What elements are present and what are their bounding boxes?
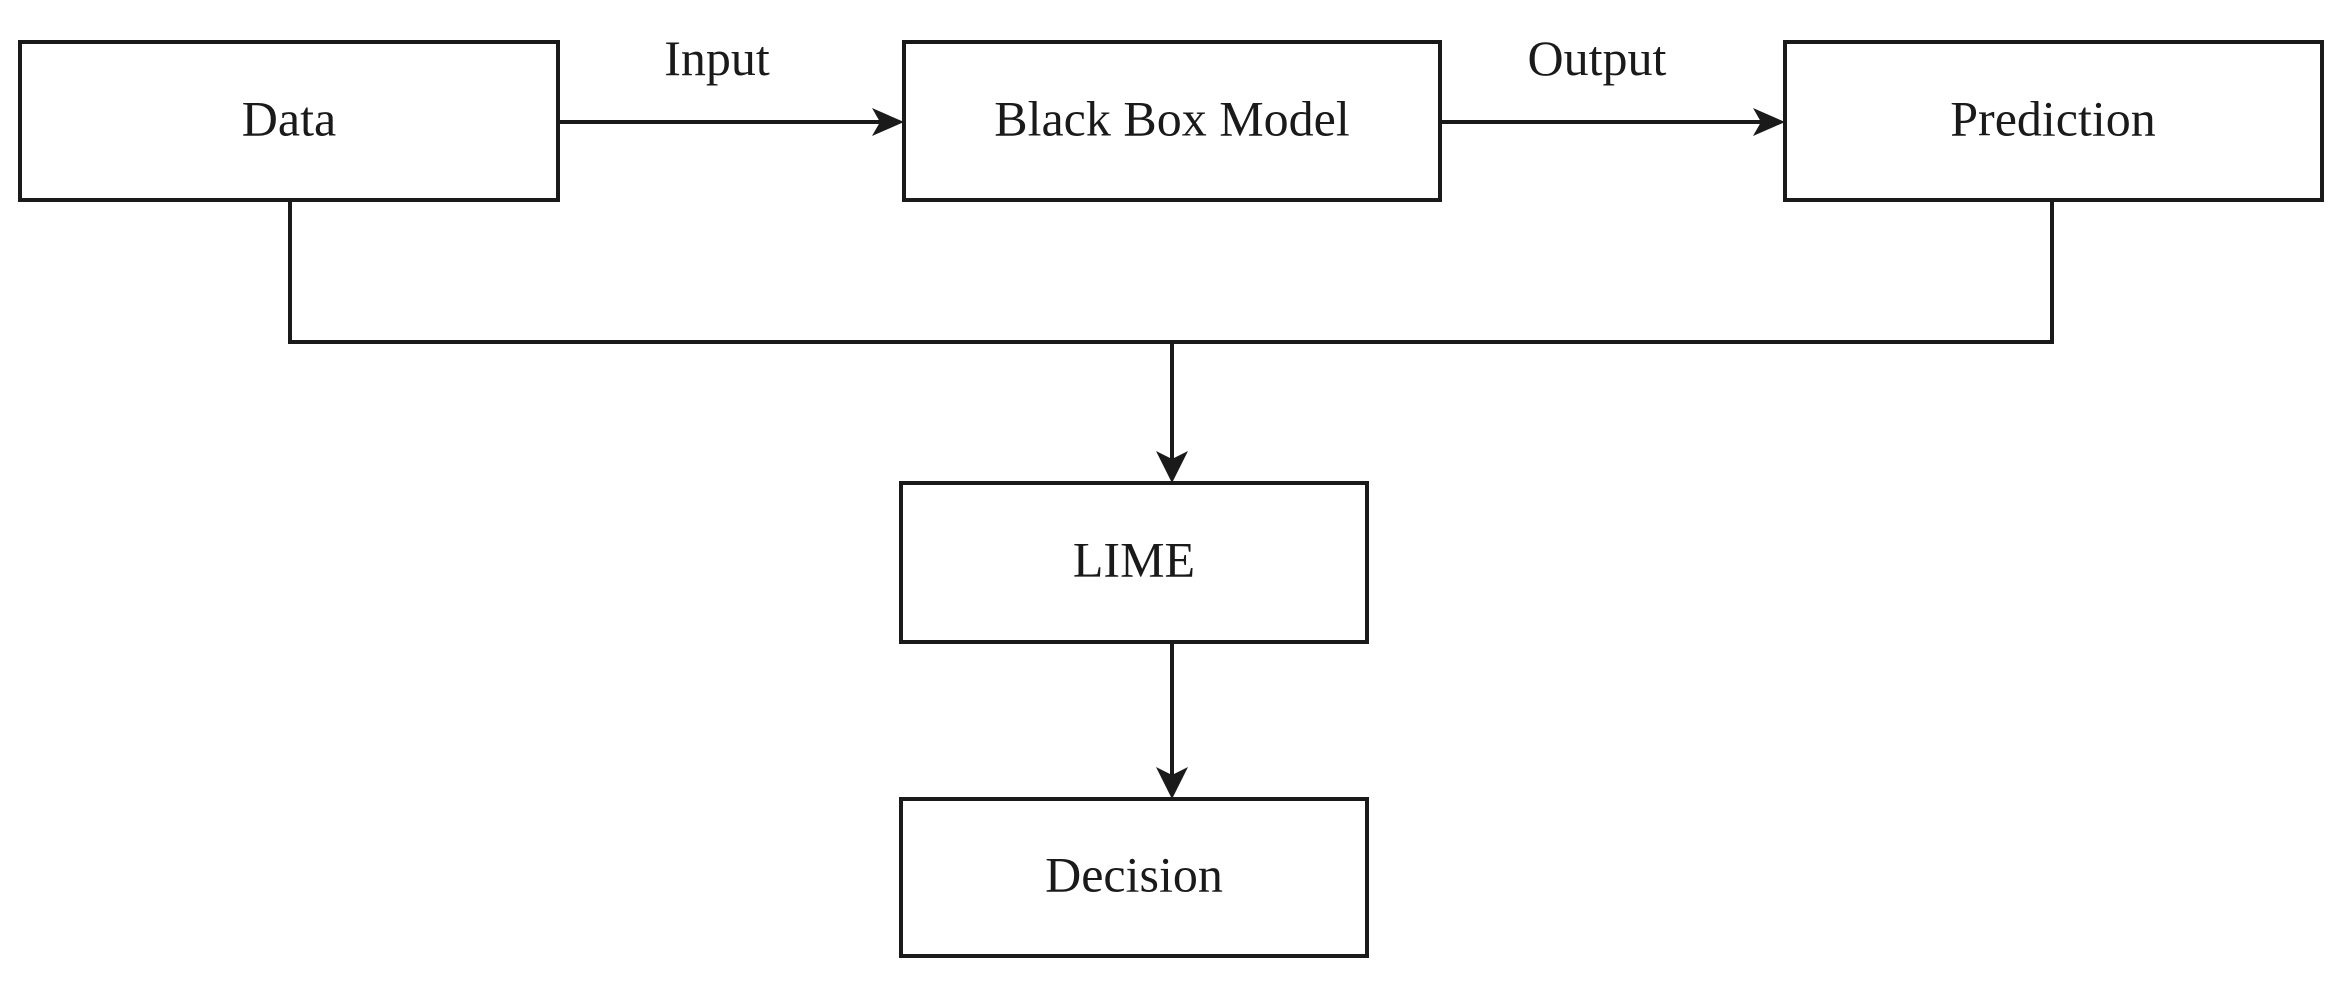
node-label-data: Data — [242, 90, 336, 146]
node-label-prediction: Prediction — [1950, 90, 2156, 146]
node-lime[interactable]: LIME — [899, 481, 1369, 644]
node-black-box-model[interactable]: Black Box Model — [902, 40, 1442, 202]
edge-data-to-bus — [288, 200, 1174, 344]
edge-label-output: Output — [1528, 30, 1667, 86]
arrowhead-icon-data-to-blackbox — [872, 108, 904, 136]
node-decision[interactable]: Decision — [899, 797, 1369, 958]
node-box-black-box-model[interactable] — [902, 40, 1442, 202]
edge-prediction-to-bus — [1170, 200, 2054, 344]
edge-data-to-blackbox — [558, 108, 904, 136]
edge-lime-to-decision — [1156, 642, 1188, 799]
edge-blackbox-to-prediction — [1440, 108, 1785, 136]
edge-bus-to-lime — [1156, 342, 1188, 483]
node-data[interactable]: Data — [18, 40, 560, 202]
arrowhead-icon-lime-to-decision — [1156, 767, 1188, 799]
arrowhead-icon-blackbox-to-prediction — [1753, 108, 1785, 136]
node-label-decision: Decision — [1045, 846, 1223, 902]
edge-label-input: Input — [664, 30, 770, 86]
node-box-data[interactable] — [18, 40, 560, 202]
node-box-decision[interactable] — [899, 797, 1369, 958]
node-label-lime: LIME — [1073, 531, 1195, 587]
node-label-black-box-model: Black Box Model — [994, 90, 1350, 146]
arrowhead-icon-bus-to-lime — [1156, 451, 1188, 483]
node-prediction[interactable]: Prediction — [1783, 40, 2324, 202]
node-box-prediction[interactable] — [1783, 40, 2324, 202]
node-box-lime[interactable] — [899, 481, 1369, 644]
